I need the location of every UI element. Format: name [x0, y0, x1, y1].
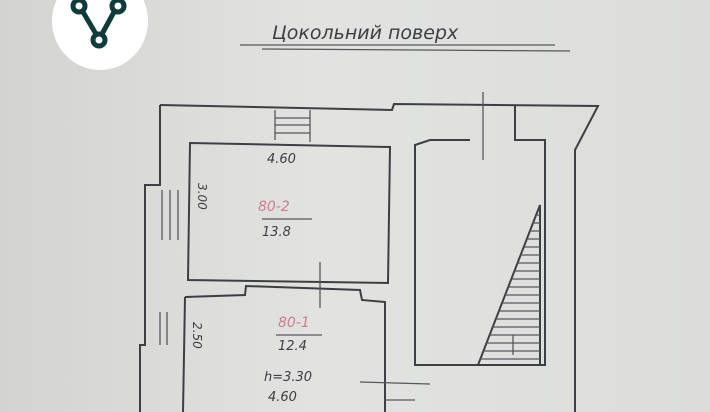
plan-title: Цокольний поверх [272, 22, 459, 44]
staircase [476, 204, 541, 366]
room-1-area: 12.4 [278, 339, 307, 354]
logo-badge [52, 0, 148, 70]
room-1-id: 80-1 [278, 315, 310, 331]
title-underline-2 [261, 48, 571, 52]
room-2-id: 80-2 [258, 199, 290, 215]
room-1-width: 4.60 [268, 390, 297, 405]
room-1-height: h=3.30 [264, 370, 312, 385]
room-1-depth: 2.50 [190, 322, 204, 349]
room-2-area: 13.8 [262, 225, 291, 240]
room-2-width: 4.60 [267, 152, 296, 167]
room-2-depth: 3.00 [195, 183, 209, 210]
network-nodes-icon [70, 0, 127, 49]
